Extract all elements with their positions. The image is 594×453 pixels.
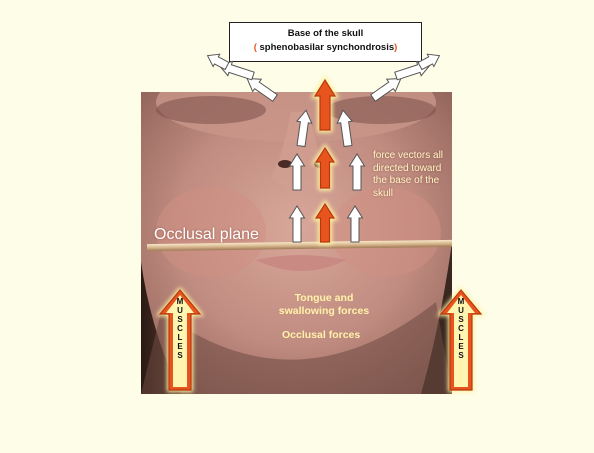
right-force-arrow <box>348 206 363 242</box>
central-force-arrow <box>316 148 334 188</box>
left-force-arrow <box>290 206 305 242</box>
muscles-letter: C <box>171 324 189 333</box>
tongue-swallowing-label: Tongue and swallowing forces <box>274 292 374 318</box>
muscles-letter: L <box>452 333 470 342</box>
occlusal-plane-label: Occlusal plane <box>154 226 259 244</box>
muscles-letter: S <box>171 315 189 324</box>
muscles-letter: U <box>452 306 470 315</box>
muscles-letter: E <box>171 342 189 351</box>
left-force-arrow <box>294 109 314 147</box>
muscles-letter: S <box>171 351 189 360</box>
right-force-arrow <box>350 154 365 190</box>
muscles-letter: M <box>171 297 189 306</box>
muscles-letter: S <box>452 315 470 324</box>
muscles-letter: M <box>452 297 470 306</box>
central-force-arrow <box>315 80 335 130</box>
muscles-letter: L <box>171 333 189 342</box>
muscles-letter: E <box>452 342 470 351</box>
central-force-arrow <box>316 204 334 242</box>
force-vectors-label: force vectors all directed toward the ba… <box>373 150 445 200</box>
muscles-letter: C <box>452 324 470 333</box>
right-force-arrow <box>336 109 356 147</box>
left-force-arrow <box>290 154 305 190</box>
occlusal-forces-label: Occlusal forces <box>282 329 360 341</box>
muscles-letter: S <box>452 351 470 360</box>
muscles-letter: U <box>171 306 189 315</box>
